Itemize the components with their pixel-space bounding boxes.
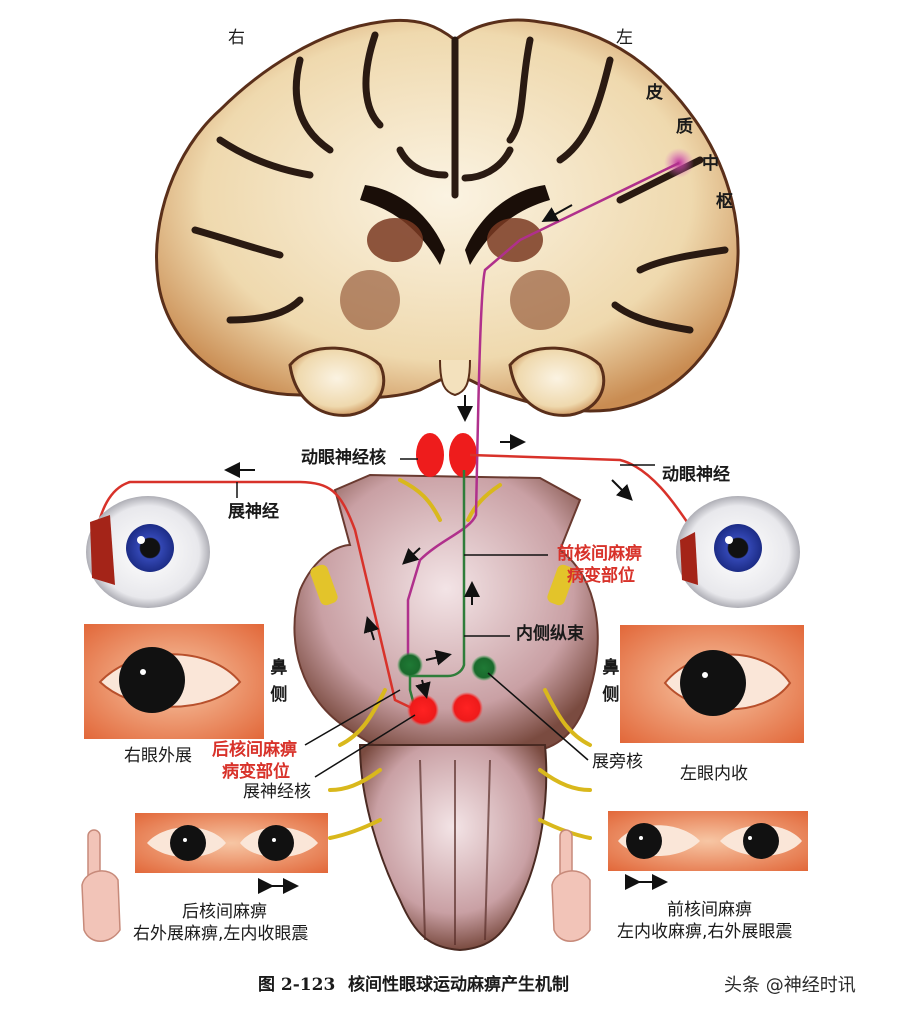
label-paraabducens-nucleus: 展旁核 <box>592 752 643 772</box>
anterior-ino-description: 左内收麻痹,右外展眼震 <box>617 922 793 942</box>
figure-number: 图 2-123 <box>258 975 336 995</box>
pointing-hand-right <box>551 829 591 942</box>
abducens-nerve-line <box>93 480 421 714</box>
posterior-ino-title: 后核间麻痹 <box>182 902 267 922</box>
label-nasal-side-left: 鼻侧 <box>266 658 287 712</box>
label-posterior-lesion-1: 后核间麻痹 <box>212 740 297 760</box>
left-eyeball <box>676 496 800 608</box>
watermark: 头条 @神经时讯 <box>724 975 856 996</box>
label-abducens-nerve: 展神经 <box>228 502 279 522</box>
label-left-eye-adduction: 左眼内收 <box>680 764 748 784</box>
label-right-eye-abduction: 右眼外展 <box>124 746 192 766</box>
posterior-ino-eyes-photo <box>135 813 328 873</box>
cortical-pathway <box>406 161 680 665</box>
oculomotor-nucleus-right <box>416 433 444 477</box>
label-cortex-4: 枢 <box>716 192 733 212</box>
posterior-ino-description: 右外展麻痹,左内收眼震 <box>133 924 309 944</box>
label-cortex-3: 中 <box>702 154 719 174</box>
pointing-hand-left <box>81 829 121 942</box>
label-anterior-lesion-2: 病变部位 <box>567 566 635 586</box>
paraabducens-right <box>397 652 423 678</box>
abducens-nucleus-left <box>451 692 483 724</box>
label-cortex-1: 皮 <box>646 83 663 103</box>
oculomotor-nucleus-left <box>449 433 477 477</box>
label-mlf: 内侧纵束 <box>516 624 584 644</box>
label-oculomotor-nucleus: 动眼神经核 <box>301 448 386 468</box>
abducens-nucleus-right <box>407 694 439 726</box>
brain-coronal-section <box>155 18 740 417</box>
label-left-side: 左 <box>616 28 633 48</box>
label-nasal-side-right: 鼻侧 <box>598 658 619 712</box>
label-abducens-nucleus: 展神经核 <box>243 782 311 802</box>
figure-caption: 核间性眼球运动麻痹产生机制 <box>348 975 569 995</box>
right-eye-abduction-photo <box>84 624 264 739</box>
label-cortex-2: 质 <box>676 117 693 137</box>
left-eye-adduction-photo <box>620 625 804 743</box>
label-right-side: 右 <box>228 28 245 48</box>
anterior-ino-eyes-photo <box>608 811 808 871</box>
label-anterior-lesion-1: 前核间麻痹 <box>557 544 642 564</box>
brainstem <box>293 473 599 952</box>
mlf-tract <box>408 470 466 713</box>
label-oculomotor-nerve: 动眼神经 <box>662 465 730 485</box>
label-posterior-lesion-2: 病变部位 <box>222 762 290 782</box>
anterior-ino-title: 前核间麻痹 <box>667 900 752 920</box>
right-eyeball <box>86 496 210 608</box>
